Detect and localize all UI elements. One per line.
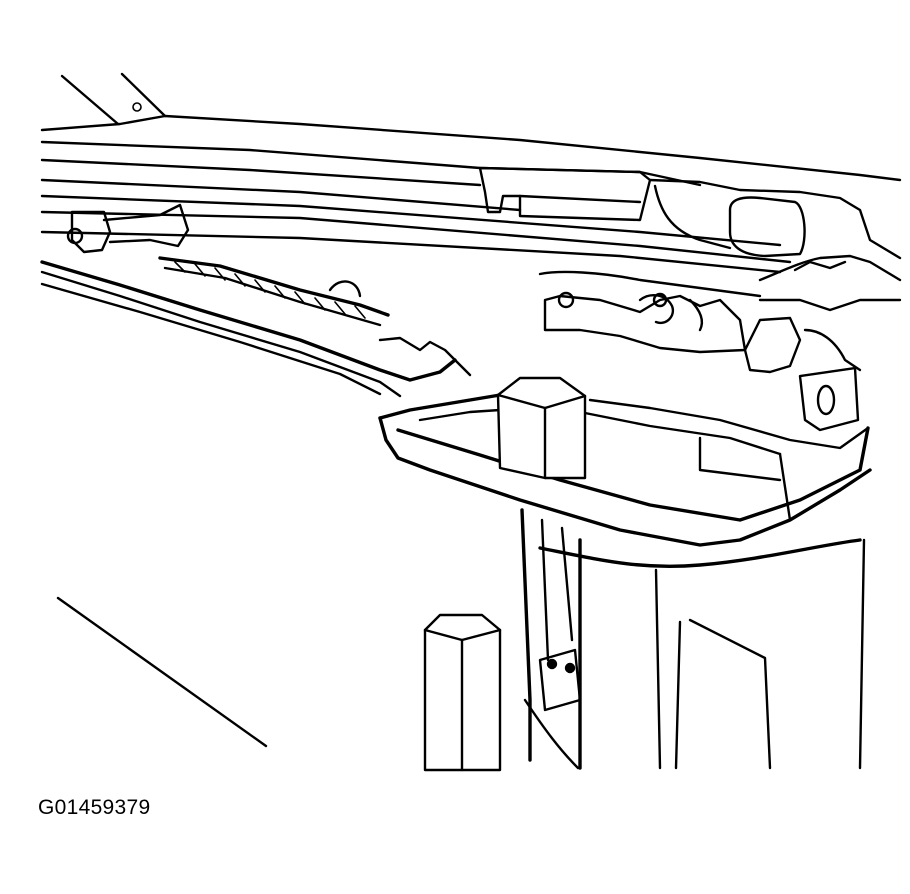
figure-id-label: G01459379 bbox=[38, 796, 151, 819]
right-corner-bracket bbox=[798, 366, 860, 432]
lower-housing bbox=[520, 508, 866, 770]
square-post-lower bbox=[423, 613, 502, 772]
wiper-linkage bbox=[538, 270, 762, 354]
wiper-motor-cover bbox=[478, 166, 652, 222]
plenum-tray bbox=[378, 393, 872, 547]
square-post-upper bbox=[496, 376, 587, 480]
left-clip-bracket bbox=[66, 203, 190, 254]
cowl-top-panel bbox=[40, 114, 902, 274]
motor-assembly bbox=[648, 178, 902, 374]
hood-edge-lines bbox=[60, 72, 167, 126]
wiring-harness bbox=[158, 256, 390, 327]
lead-line bbox=[56, 596, 268, 748]
cowl-seal-rail bbox=[40, 260, 472, 398]
